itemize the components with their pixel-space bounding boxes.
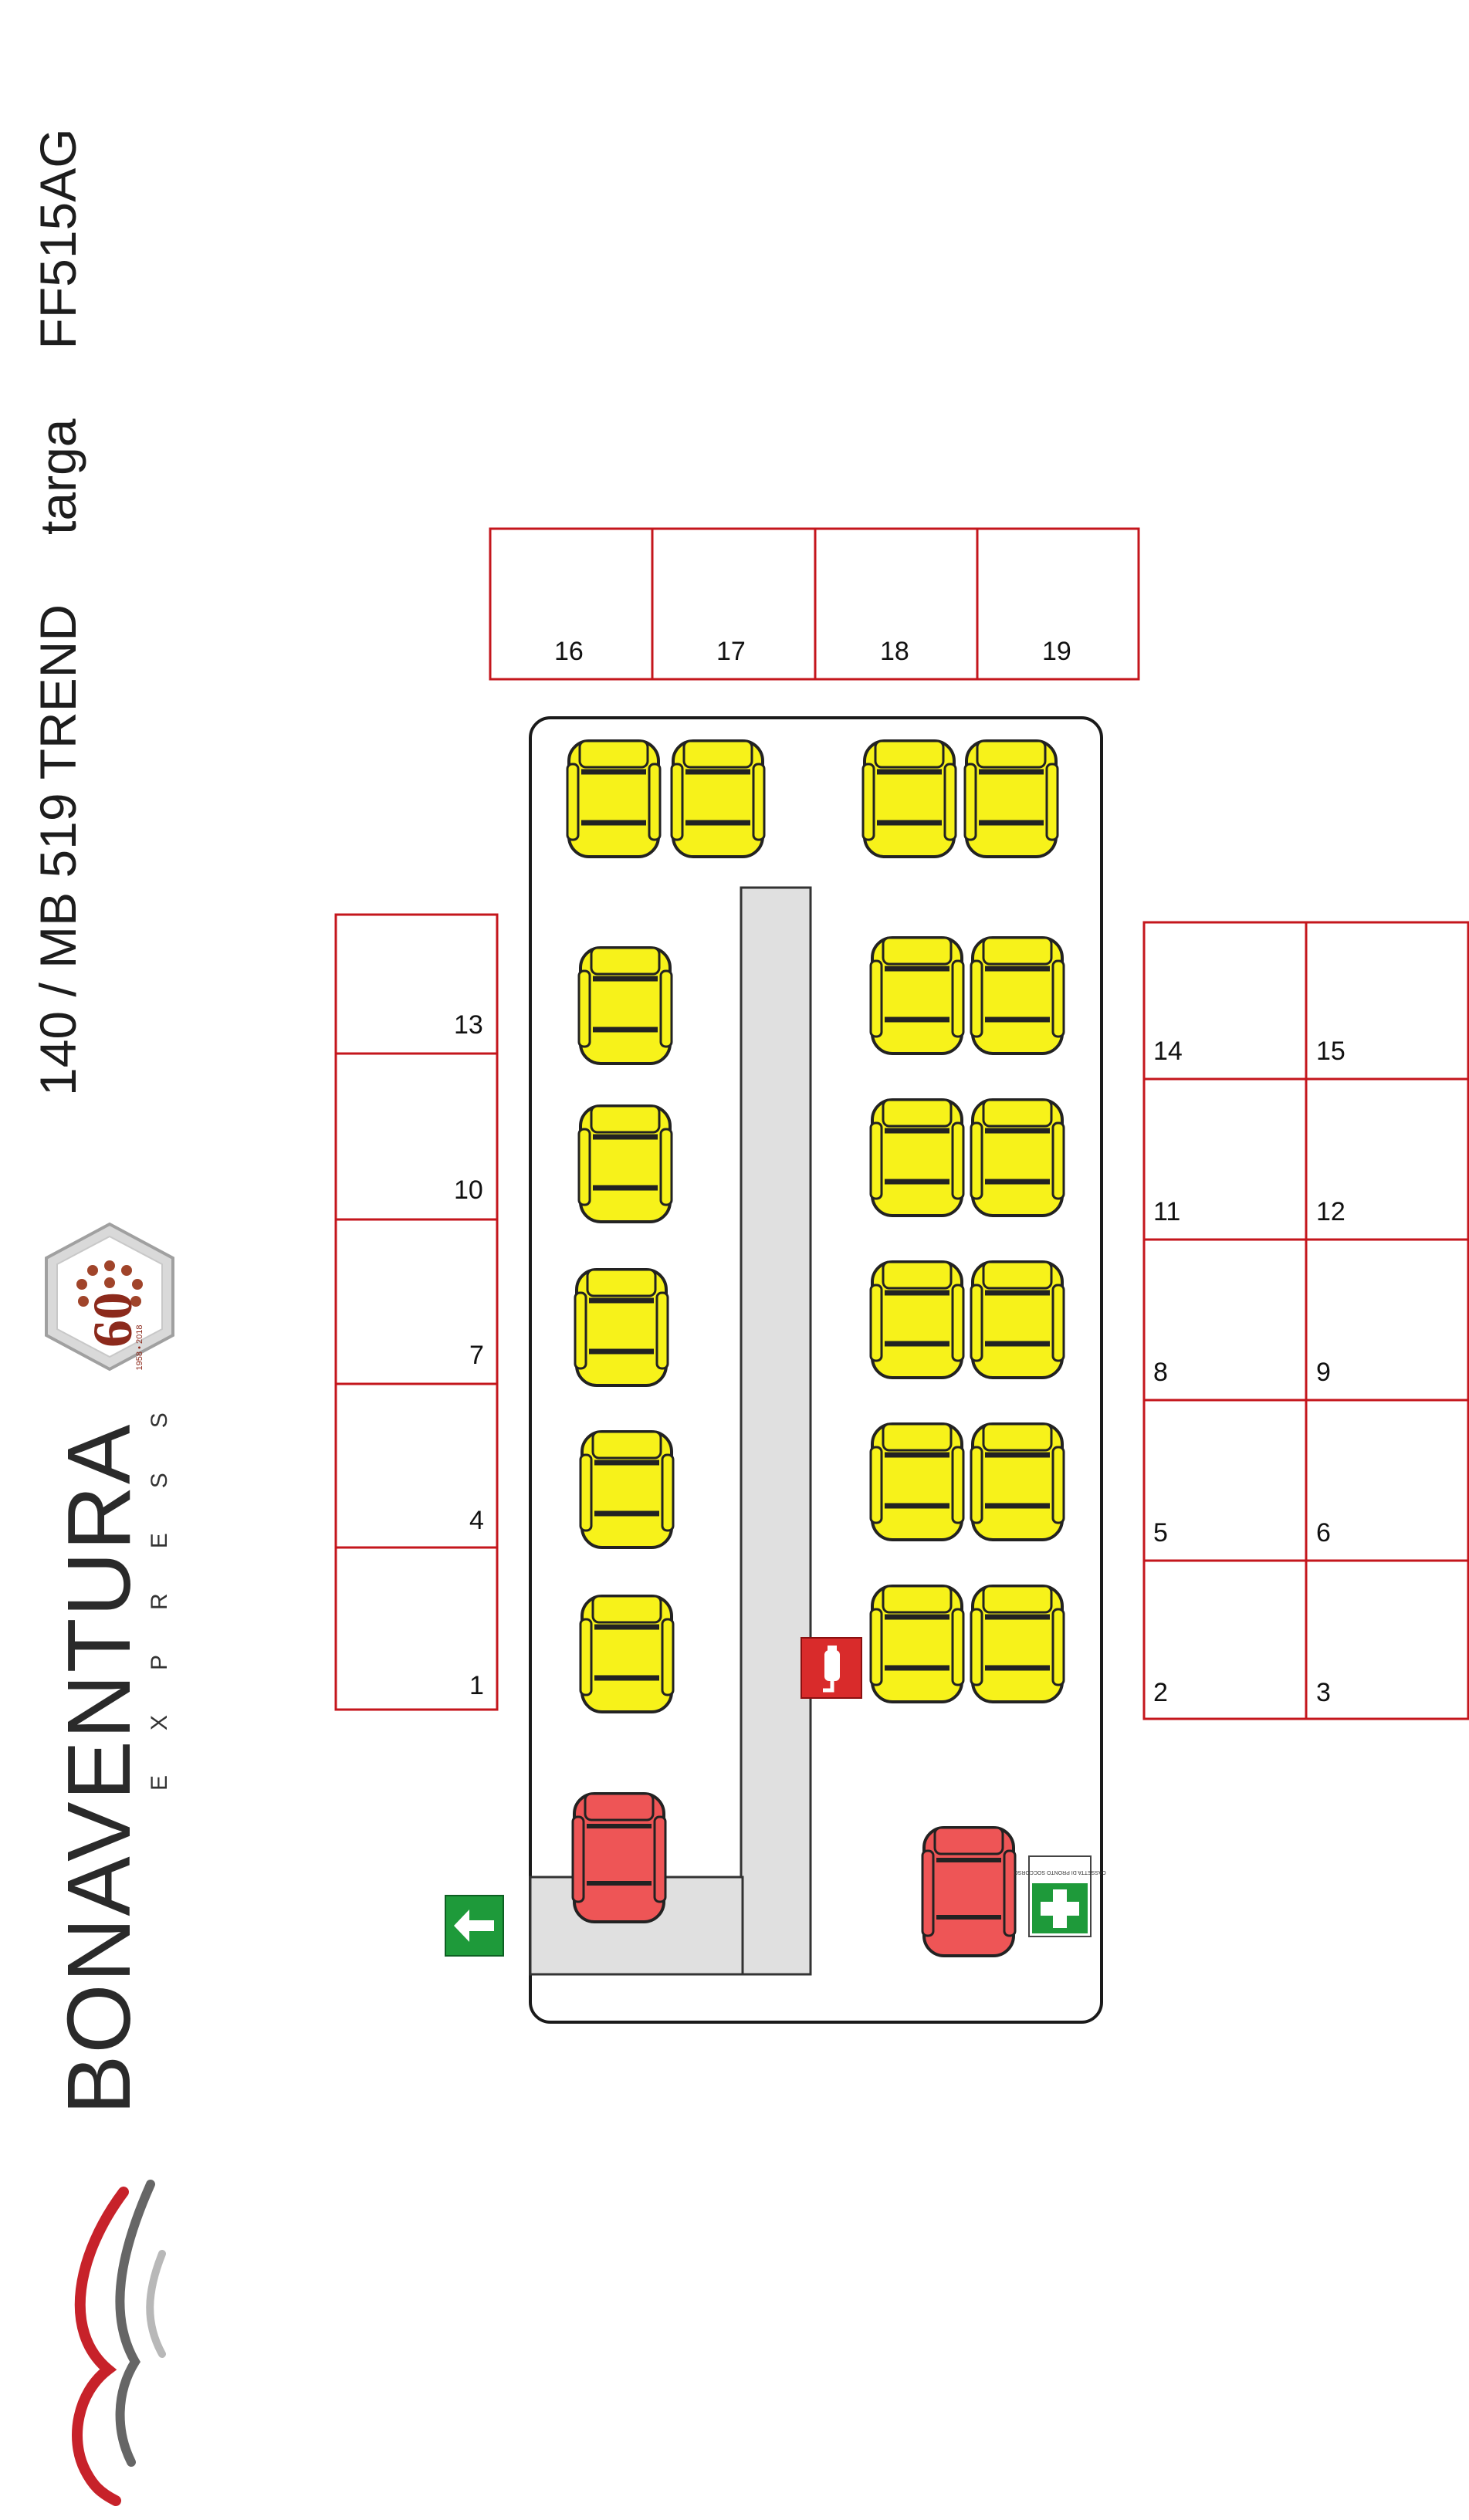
- seat-number: 14: [1153, 1037, 1183, 1066]
- emergency-exit-icon: [445, 1895, 504, 1957]
- driver-seat: [573, 1794, 665, 1922]
- seat-number: 7: [469, 1341, 484, 1370]
- fire-extinguisher-icon: [801, 1637, 862, 1699]
- seat-number: 19: [1042, 637, 1071, 666]
- seat-number: 9: [1316, 1358, 1331, 1387]
- seat-number: 10: [454, 1175, 483, 1205]
- seat-number: 17: [716, 637, 746, 666]
- seat-number: 12: [1316, 1197, 1345, 1226]
- seat-number: 4: [469, 1506, 484, 1535]
- seat-number: 18: [880, 637, 909, 666]
- brand-logo-icon: [72, 2180, 166, 2506]
- seat-number: 13: [454, 1010, 483, 1040]
- first-aid-label: CASSETTA DI PRONTO SOCCORSO: [1014, 1869, 1106, 1875]
- seat-number: 2: [1153, 1678, 1168, 1707]
- left-seat-grid: [334, 913, 499, 1711]
- seat-number: 5: [1153, 1518, 1168, 1548]
- seat-number: 11: [1153, 1197, 1181, 1226]
- aisle: [740, 886, 812, 1976]
- first-aid-cross-icon: CASSETTA DI PRONTO SOCCORSO: [1014, 1855, 1106, 1937]
- anniversary-years: 1958 • 2018: [135, 1325, 144, 1371]
- seat-number: 16: [554, 637, 584, 666]
- guide-seat: [922, 1828, 1015, 1956]
- anniversary-number: 60: [82, 1292, 144, 1348]
- seat-number: 15: [1316, 1037, 1345, 1066]
- back-row-grid: [489, 527, 1140, 681]
- seat-number: 1: [469, 1671, 484, 1700]
- seat-number: 3: [1316, 1678, 1331, 1707]
- right-seat-grid: [1142, 921, 1469, 1720]
- seat-number: 6: [1316, 1518, 1331, 1548]
- anniversary-badge: 60 1958 • 2018: [45, 1222, 174, 1372]
- seat-number: 8: [1153, 1358, 1168, 1387]
